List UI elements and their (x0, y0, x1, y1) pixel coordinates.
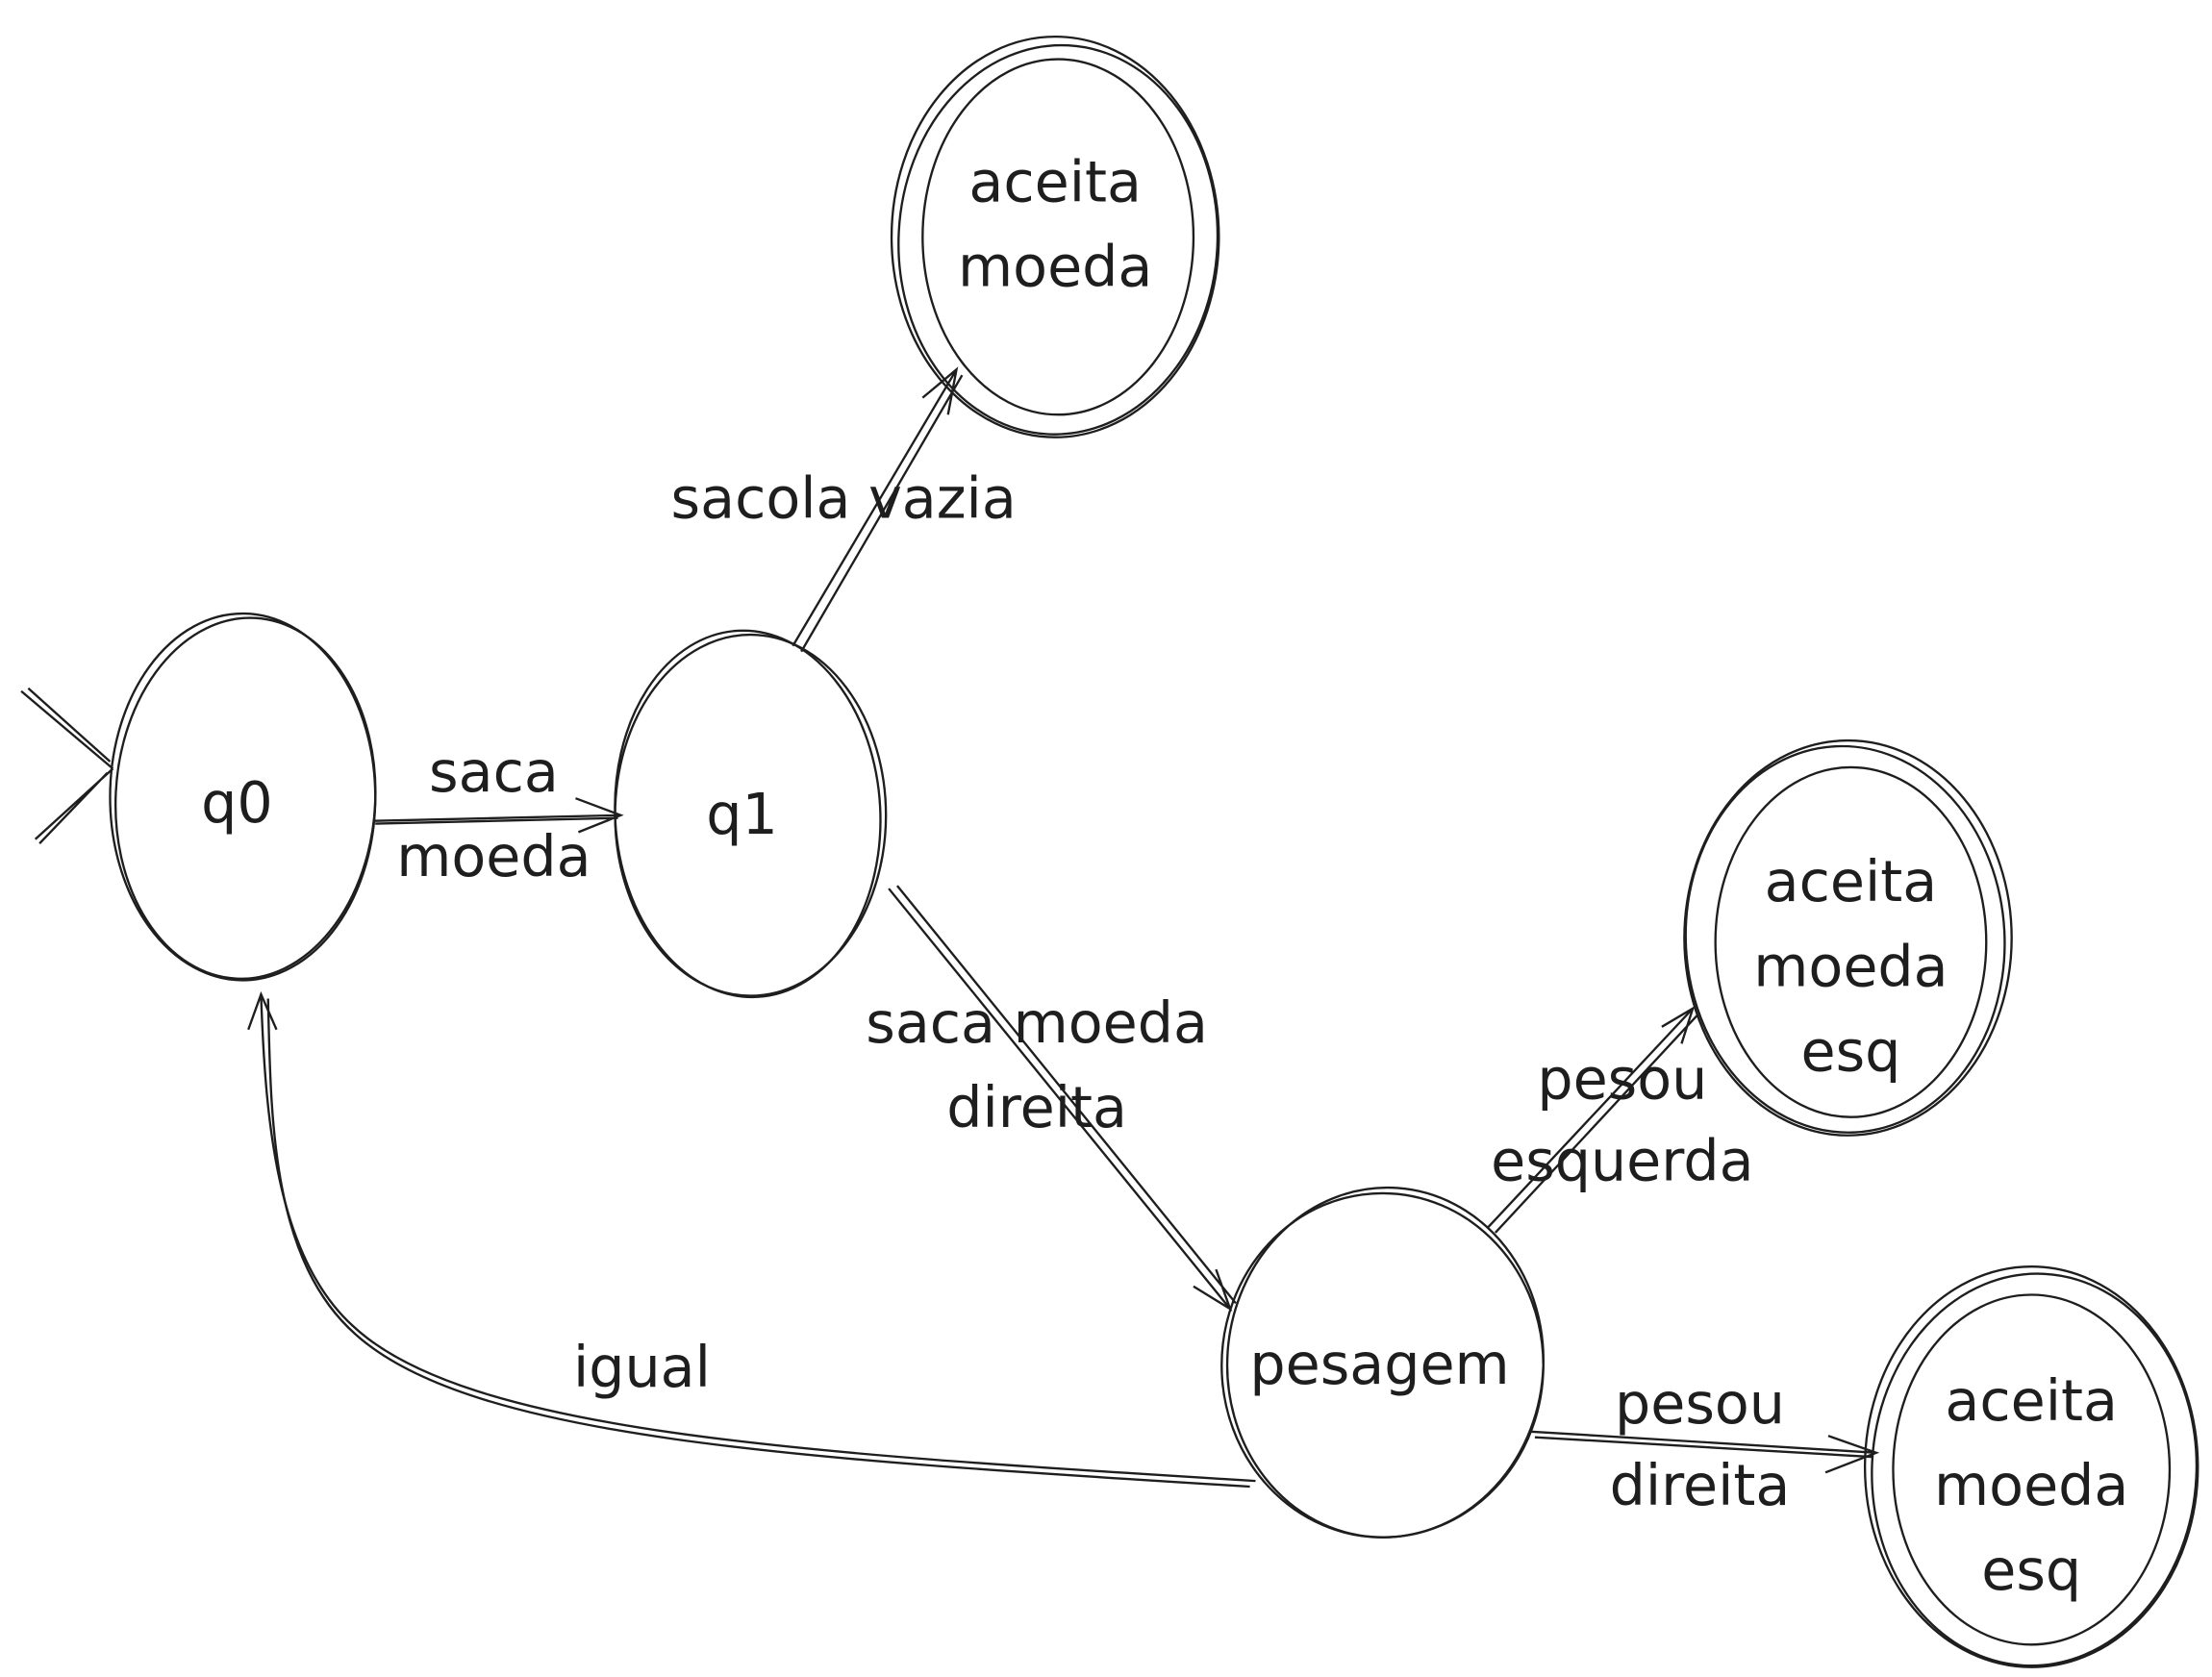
state-label: q0 (201, 770, 273, 836)
transition-label: saca moeda (866, 990, 1208, 1056)
transition-pesagem-q0[interactable]: igual (247, 990, 1256, 1489)
state-label: aceita (968, 150, 1142, 215)
transition-label: direita (1610, 1453, 1791, 1518)
state-label: moeda (1753, 934, 1948, 999)
state-accept-mid[interactable]: aceita moeda esq (1676, 738, 2015, 1141)
state-label: q1 (706, 782, 778, 847)
state-label: moeda (1934, 1453, 2128, 1518)
transition-q1-pesagem[interactable]: saca moeda direita (866, 885, 1237, 1312)
state-label: esq (1981, 1538, 2081, 1603)
transition-label: direita (946, 1075, 1127, 1140)
state-label: aceita (1765, 849, 1938, 914)
transition-pesagem-accept-bottom[interactable]: pesou direita (1530, 1371, 1880, 1518)
transition-label: igual (573, 1335, 711, 1400)
state-label: aceita (1945, 1368, 2118, 1434)
transition-q0-q1[interactable]: saca moeda (373, 739, 624, 889)
initial-arrow (20, 687, 114, 844)
state-label: moeda (958, 235, 1152, 300)
transition-label: esquerda (1491, 1129, 1753, 1194)
transition-label: pesou (1537, 1047, 1707, 1113)
state-q0[interactable]: q0 (107, 612, 385, 986)
state-q1[interactable]: q1 (606, 624, 890, 1004)
transition-label: sacola vazia (671, 465, 1017, 531)
transition-label: saca (429, 739, 559, 805)
state-accept-bottom[interactable]: aceita moeda esq (1862, 1264, 2206, 1674)
state-label: pesagem (1249, 1332, 1509, 1397)
state-accept-top[interactable]: aceita moeda (889, 35, 1227, 442)
state-label: esq (1801, 1018, 1901, 1084)
state-pesagem[interactable]: pesagem (1216, 1177, 1555, 1548)
transition-label: pesou (1615, 1371, 1785, 1437)
transition-label: moeda (396, 824, 591, 889)
transition-pesagem-accept-mid[interactable]: pesou esquerda (1487, 1006, 1754, 1234)
transition-q1-accept-top[interactable]: sacola vazia (671, 366, 1017, 653)
